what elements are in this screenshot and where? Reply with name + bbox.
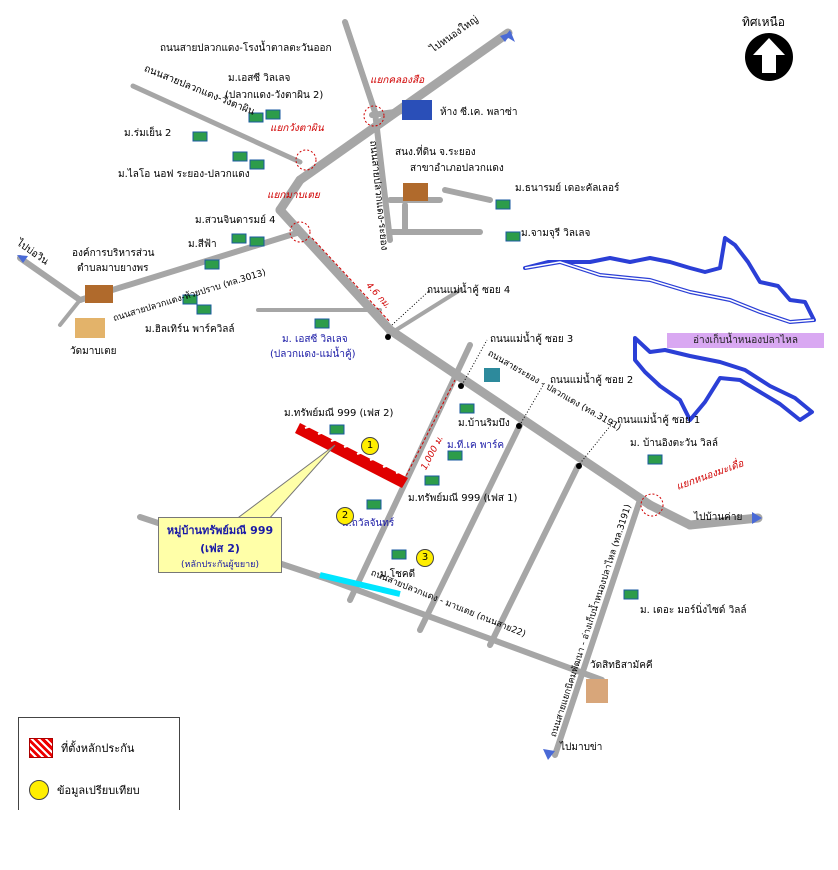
place-sc2b: (ปลวกแดง-แม่น้ำคู้) — [270, 349, 356, 360]
comparable-marker-1: 1 — [361, 437, 379, 455]
intersection-maptoey: แยกมาบเตย — [267, 190, 320, 201]
place-morning: ม. เดอะ มอร์นิ่งไซด์ วิลล์ — [640, 605, 747, 616]
place-sap999p2: ม.ทรัพย์มณี 999 (เฟส 2) — [284, 408, 394, 419]
reservoir-label: อ่างเก็บน้ำหนองปลาไหล — [667, 333, 824, 348]
road-label-r1: ถนนสายปลวกแดง-โรงน้ำตาลตะวันออก — [160, 43, 332, 54]
callout-line1: หมู่บ้านทรัพย์มณี 999 — [166, 524, 274, 537]
place-temple1: วัดมาบเตย — [70, 346, 117, 357]
callout-line3: (หลักประกันผู้ขยาย) — [181, 560, 259, 570]
place-tk: ม.ที.เค พาร์ค — [447, 440, 505, 451]
place-bigc: ห้าง ซี.เค. พลาซ่า — [440, 107, 518, 118]
direction-maptaphut: ไปมาบข่า — [560, 742, 603, 753]
collateral-callout: หมู่บ้านทรัพย์มณี 999 (เฟส 2) (หลักประกั… — [158, 517, 282, 573]
bigc-icon — [402, 100, 432, 120]
place-landoffice2: สาขาอำเภอปลวกแดง — [410, 163, 504, 174]
intersection-klongsua: แยกคลองสือ — [370, 75, 425, 86]
temple-icon — [75, 318, 105, 338]
legend-collateral: ที่ตั้งหลักประกัน — [29, 738, 134, 758]
road-label-soi4: ถนนแม่น้ำคู้ ซอย 4 — [427, 285, 511, 296]
temple2-icon — [586, 679, 608, 703]
yellow-circle-icon — [29, 780, 49, 800]
comparable-marker-3: 3 — [416, 549, 434, 567]
road-label-soi1: ถนนแม่น้ำคู้ ซอย 1 — [617, 415, 701, 426]
place-lio: ม.ไลโอ นอฟ ระยอง-ปลวกแดง — [118, 169, 250, 180]
village-icons — [182, 109, 663, 600]
place-sap999p1: ม.ทรัพย์มณี 999 (เฟส 1) — [408, 493, 518, 504]
direction-bankhai: ไปบ้านค่าย — [694, 512, 743, 523]
place-thanarom: ม.ธนารมย์ เดอะคัลเลอร์ — [515, 183, 620, 194]
place-sc1: ม.เอสซี วิลเลจ — [228, 73, 291, 84]
place-sc1b: (ปลวกแดง-วังตาผิน 2) — [225, 90, 324, 101]
compass-label: ทิศเหนือ — [742, 15, 785, 29]
land-office-icon — [403, 183, 428, 201]
reservoir-outline — [523, 236, 816, 422]
place-landoffice: สนง.ที่ดิน จ.ระยอง — [395, 147, 476, 158]
landmark-buildings — [75, 100, 608, 703]
place-temple2: วัดสิทธิสามัคคี — [590, 660, 653, 671]
road-label-soi3: ถนนแม่น้ำคู้ ซอย 3 — [490, 334, 574, 345]
place-hill: ม.ฮิลเทิร์น พาร์ควิลล์ — [145, 324, 235, 335]
place-orgadmin2: ตำบลมาบยางพร — [77, 263, 149, 274]
place-suan: ม.สวนจินดารมย์ 4 — [195, 215, 276, 226]
callout-pointer — [233, 444, 336, 521]
junction-dots — [385, 334, 582, 469]
distance-lines — [311, 237, 456, 481]
callout-line2: (เฟส 2) — [200, 542, 240, 555]
place-sc2: ม. เอสซี วิลเลจ — [282, 334, 348, 345]
place-romyen: ม.ร่มเย็น 2 — [124, 128, 172, 139]
intersection-wangtaphin: แยกวังตาผิน — [270, 123, 324, 134]
place-orgadmin: องค์การบริหารส่วน — [72, 248, 155, 259]
legend: ที่ตั้งหลักประกัน ข้อมูลเปรียบเทียบ — [18, 717, 180, 810]
place-kwanjan: ม.ถวัลจันทร์ — [342, 518, 395, 529]
legend-comparable: ข้อมูลเปรียบเทียบ — [29, 780, 140, 800]
cyan-strip — [319, 572, 401, 597]
hatch-swatch-icon — [29, 738, 53, 758]
place-banrimbueng: ม.บ้านริมบึง — [458, 418, 510, 429]
leader-lines — [391, 289, 616, 467]
place-sifa: ม.สีฟ้า — [188, 239, 217, 250]
comparable-marker-2: 2 — [336, 507, 354, 525]
collateral-plot — [295, 423, 408, 488]
place-baningtawan: ม. บ้านอิงตะวัน วิลล์ — [630, 438, 719, 449]
place-chokdee: ม.โชคดี — [380, 569, 416, 580]
legend-comparable-label: ข้อมูลเปรียบเทียบ — [57, 784, 140, 797]
legend-collateral-label: ที่ตั้งหลักประกัน — [61, 742, 135, 755]
place-jampa: ม.จามจุรี วิลเลจ — [521, 228, 591, 239]
org-admin-icon — [85, 285, 113, 303]
intersection-circles — [289, 105, 664, 517]
roads — [17, 19, 763, 758]
direction-arrows — [17, 30, 762, 760]
road-label-soi2: ถนนแม่น้ำคู้ ซอย 2 — [550, 375, 634, 386]
north-arrow-icon — [745, 33, 793, 81]
marker-square-icon — [484, 368, 500, 382]
